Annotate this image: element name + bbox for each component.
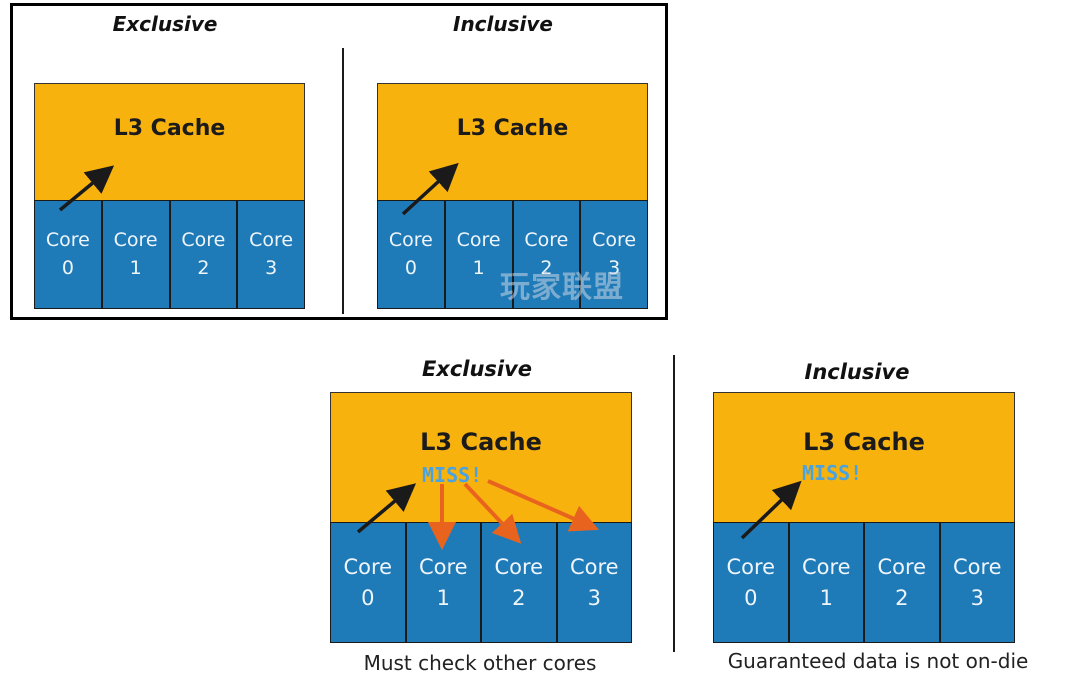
top-divider bbox=[342, 48, 344, 314]
l3-cache-label: L3 Cache bbox=[420, 428, 542, 456]
watermark-text: 玩家联盟 bbox=[500, 270, 624, 305]
core-number: 2 bbox=[895, 585, 909, 610]
core-1: Core 1 bbox=[405, 522, 481, 643]
core-row: Core 0 Core 1 Core 2 Core 3 bbox=[377, 200, 648, 309]
core-label: Core bbox=[524, 228, 569, 251]
core-number: 2 bbox=[540, 256, 553, 279]
core-label: Core bbox=[952, 555, 1002, 580]
core-number: 3 bbox=[587, 585, 601, 610]
core-label: Core bbox=[592, 228, 637, 251]
core-number: 3 bbox=[970, 585, 984, 610]
core-row: Core 0 Core 1 Core 2 Core 3 bbox=[34, 200, 305, 309]
core-2: Core 2 bbox=[512, 200, 581, 309]
miss-label: MISS! bbox=[422, 463, 483, 487]
top-inclusive-heading: Inclusive bbox=[453, 12, 553, 36]
l3-cache-label: L3 Cache bbox=[113, 116, 226, 141]
core-3: Core 3 bbox=[580, 200, 648, 309]
l3-cache-block: L3 Cache bbox=[34, 83, 305, 203]
core-number: 1 bbox=[129, 256, 142, 279]
core-number: 2 bbox=[512, 585, 526, 610]
core-label: Core bbox=[877, 555, 927, 580]
top-figure-frame bbox=[10, 3, 668, 320]
bottom-inclusive-diagram: L3 Cache MISS! Core 0 Core 1 Core 2 Core… bbox=[713, 392, 1015, 643]
inclusive-caption: Guaranteed data is not on-die bbox=[727, 649, 1029, 673]
core-0: Core 0 bbox=[713, 522, 789, 643]
core-label: Core bbox=[113, 228, 158, 251]
core-2: Core 2 bbox=[169, 200, 238, 309]
bottom-inclusive-heading: Inclusive bbox=[804, 360, 910, 384]
l3-cache-label: L3 Cache bbox=[803, 428, 925, 456]
core-label: Core bbox=[249, 228, 294, 251]
top-exclusive-diagram: L3 Cache Core 0 Core 1 Core 2 Core 3 bbox=[34, 83, 305, 309]
miss-label: MISS! bbox=[802, 461, 863, 485]
core-1: Core 1 bbox=[444, 200, 513, 309]
core-2: Core 2 bbox=[481, 522, 557, 643]
core-2: Core 2 bbox=[864, 522, 940, 643]
core-number: 1 bbox=[472, 256, 485, 279]
core-number: 1 bbox=[819, 585, 833, 610]
core-label: Core bbox=[569, 555, 619, 580]
l3-cache-block: L3 Cache MISS! bbox=[330, 392, 632, 524]
core-0: Core 0 bbox=[330, 522, 406, 643]
core-number: 2 bbox=[197, 256, 210, 279]
core-number: 0 bbox=[361, 585, 375, 610]
core-number: 0 bbox=[404, 256, 417, 279]
core-label: Core bbox=[388, 228, 433, 251]
core-label: Core bbox=[801, 555, 851, 580]
core-row: Core 0 Core 1 Core 2 Core 3 bbox=[330, 522, 632, 643]
core-label: Core bbox=[456, 228, 501, 251]
core-3: Core 3 bbox=[939, 522, 1015, 643]
core-label: Core bbox=[45, 228, 90, 251]
core-0: Core 0 bbox=[34, 200, 102, 309]
l3-cache-label: L3 Cache bbox=[456, 116, 569, 141]
core-label: Core bbox=[726, 555, 776, 580]
l3-cache-block: L3 Cache bbox=[377, 83, 648, 203]
core-1: Core 1 bbox=[788, 522, 864, 643]
core-number: 1 bbox=[436, 585, 450, 610]
bottom-divider bbox=[673, 355, 675, 652]
core-number: 3 bbox=[265, 256, 278, 279]
core-3: Core 3 bbox=[237, 200, 305, 309]
core-number: 3 bbox=[608, 256, 621, 279]
core-row: Core 0 Core 1 Core 2 Core 3 bbox=[713, 522, 1015, 643]
bottom-exclusive-diagram: L3 Cache MISS! Core 0 Core 1 Core 2 Core… bbox=[330, 392, 632, 643]
core-number: 0 bbox=[61, 256, 74, 279]
core-1: Core 1 bbox=[101, 200, 170, 309]
core-label: Core bbox=[418, 555, 468, 580]
top-exclusive-heading: Exclusive bbox=[112, 12, 218, 36]
bottom-exclusive-heading: Exclusive bbox=[421, 357, 533, 381]
core-3: Core 3 bbox=[556, 522, 632, 643]
core-number: 0 bbox=[744, 585, 758, 610]
core-label: Core bbox=[494, 555, 544, 580]
exclusive-caption: Must check other cores bbox=[363, 651, 597, 675]
core-label: Core bbox=[181, 228, 226, 251]
core-0: Core 0 bbox=[377, 200, 445, 309]
l3-cache-block: L3 Cache MISS! bbox=[713, 392, 1015, 524]
core-label: Core bbox=[343, 555, 393, 580]
